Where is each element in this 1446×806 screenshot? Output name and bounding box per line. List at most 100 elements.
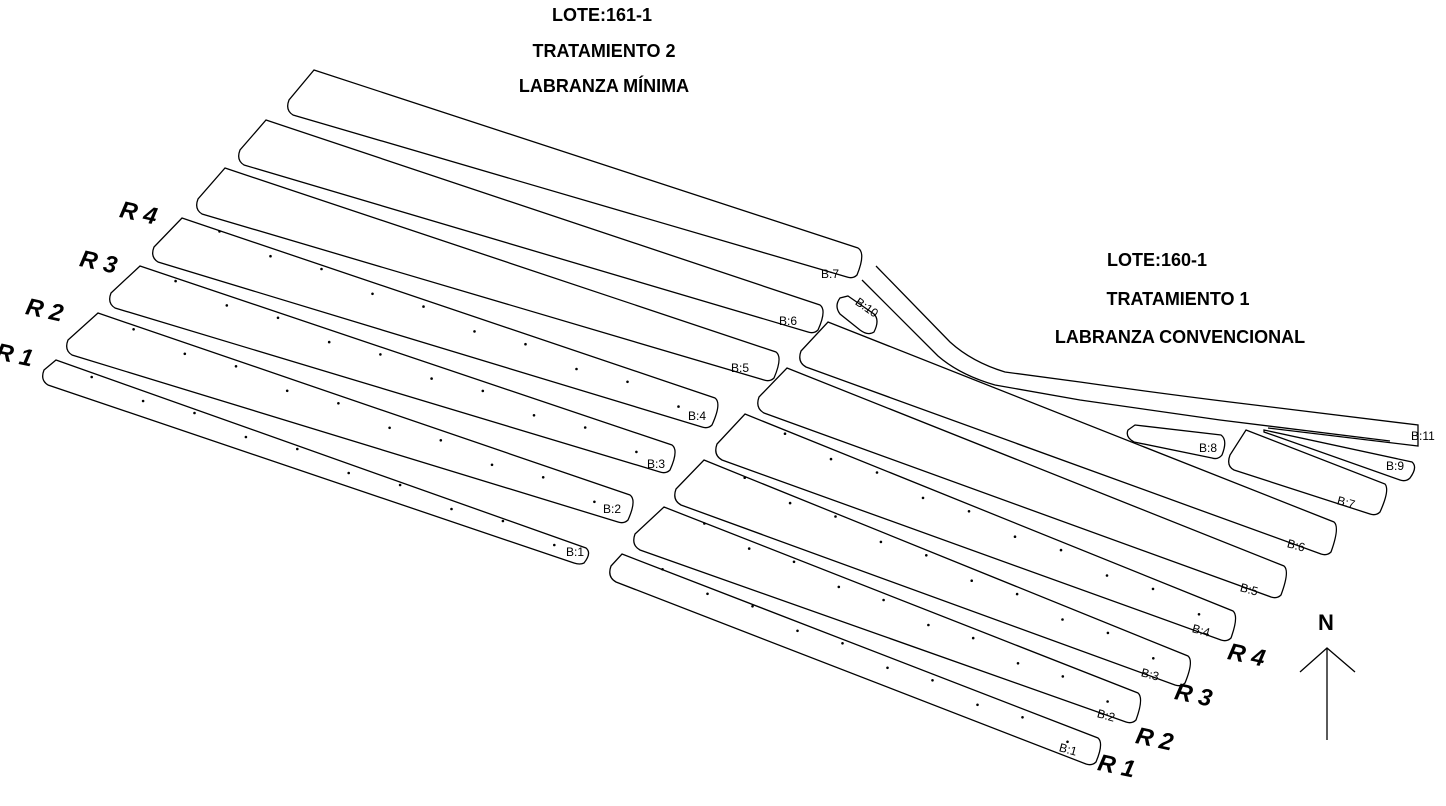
right-bed-7 [1228, 429, 1388, 516]
sample-point [1016, 662, 1020, 665]
right-rep-1: R 1 [1095, 749, 1137, 783]
left-bed-4 [152, 217, 719, 429]
sample-point [430, 377, 433, 380]
sample-point [783, 432, 787, 436]
right-bed-4 [715, 413, 1237, 642]
right-bed-1 [609, 553, 1102, 766]
sample-point [796, 629, 799, 633]
north-label: N [1318, 610, 1334, 635]
sample-point [439, 439, 443, 442]
sample-point [706, 592, 709, 596]
sample-point [927, 623, 930, 627]
sample-point [337, 402, 340, 405]
sample-point [473, 330, 476, 333]
sample-point [971, 636, 975, 640]
sample-point [276, 316, 280, 320]
left-bed-3 [109, 265, 676, 474]
right-bed-6 [799, 321, 1338, 556]
right-bed-label-8: B:8 [1199, 441, 1217, 455]
sample-point [1152, 657, 1155, 660]
sample-point [371, 292, 374, 296]
sample-point [234, 365, 238, 368]
sample-point [193, 411, 196, 415]
sample-point [921, 496, 925, 500]
sample-point [501, 519, 505, 523]
sample-point [1105, 574, 1109, 577]
left-bed-label-6: B:6 [779, 314, 797, 328]
sample-point [285, 389, 289, 393]
sample-point [841, 642, 844, 645]
sample-point [1151, 587, 1155, 591]
sample-point [218, 230, 221, 233]
left-lot-beds [42, 69, 863, 565]
sample-point [976, 703, 979, 707]
sample-point [541, 476, 545, 479]
right-bed-label-2: B:2 [1096, 706, 1117, 724]
left-bed-label-3: B:3 [647, 457, 665, 471]
sample-point [174, 279, 177, 283]
sample-point [524, 342, 527, 346]
left-rep-4: R 4 [117, 196, 159, 230]
left-bed-2 [66, 312, 634, 524]
sample-point [593, 500, 596, 504]
left-tillage-title: LABRANZA MÍNIMA [519, 75, 689, 96]
right-rep-2: R 2 [1133, 722, 1176, 756]
right-bed-label-5: B:5 [1239, 580, 1260, 598]
sample-point [320, 267, 323, 271]
sample-point [626, 380, 629, 384]
sample-point [879, 540, 883, 544]
sample-point [398, 483, 402, 487]
sample-point [583, 426, 587, 429]
left-treatment-title: TRATAMIENTO 2 [533, 41, 676, 61]
sample-point [575, 367, 578, 371]
right-rep-4: R 4 [1225, 638, 1267, 672]
road-outer [875, 265, 1419, 447]
sample-point [244, 435, 248, 439]
sample-point [327, 340, 331, 344]
sample-point [747, 547, 751, 550]
left-bed-7 [287, 69, 863, 279]
bed-10 [836, 295, 878, 335]
sample-point [661, 568, 664, 571]
sample-point [132, 328, 135, 331]
sample-point [225, 304, 229, 307]
sample-point [422, 305, 425, 308]
sample-point [1061, 675, 1065, 678]
sample-point [925, 554, 928, 557]
left-bed-5 [196, 167, 780, 382]
right-bed-label-3: B:3 [1140, 665, 1161, 683]
right-bed-2 [633, 506, 1142, 724]
right-lot-title: LOTE:160-1 [1107, 250, 1207, 270]
left-bed-label-1: B:1 [566, 545, 584, 559]
sample-point [296, 447, 299, 451]
sample-point [792, 560, 796, 564]
sample-point [269, 254, 272, 258]
sample-point [837, 585, 841, 589]
sample-point [379, 353, 382, 356]
sample-point [967, 510, 971, 513]
sample-point [1015, 592, 1019, 596]
left-bed-label-4: B:4 [688, 409, 706, 423]
sample-point [1066, 740, 1069, 744]
sample-point [751, 605, 754, 608]
sample-point [1197, 613, 1201, 616]
left-bed-label-5: B:5 [731, 361, 749, 375]
sample-point [931, 679, 934, 682]
right-bed-label-6: B:6 [1286, 536, 1307, 554]
sample-point [743, 476, 746, 480]
sample-point [490, 463, 494, 467]
right-tillage-title: LABRANZA CONVENCIONAL [1055, 327, 1305, 347]
sample-point [1059, 548, 1063, 552]
left-bed-6 [238, 119, 824, 334]
sample-point [450, 507, 453, 511]
sample-point [1021, 716, 1024, 719]
sample-point [677, 405, 680, 408]
north-arrow: N [1299, 610, 1356, 740]
right-bed-8 [1126, 424, 1226, 460]
right-bed-label-7: B:7 [1336, 493, 1357, 511]
left-bed-1 [42, 359, 590, 565]
road-inner [861, 279, 1391, 442]
left-lot-title: LOTE:161-1 [552, 5, 652, 25]
north-arrow-head [1299, 647, 1356, 673]
